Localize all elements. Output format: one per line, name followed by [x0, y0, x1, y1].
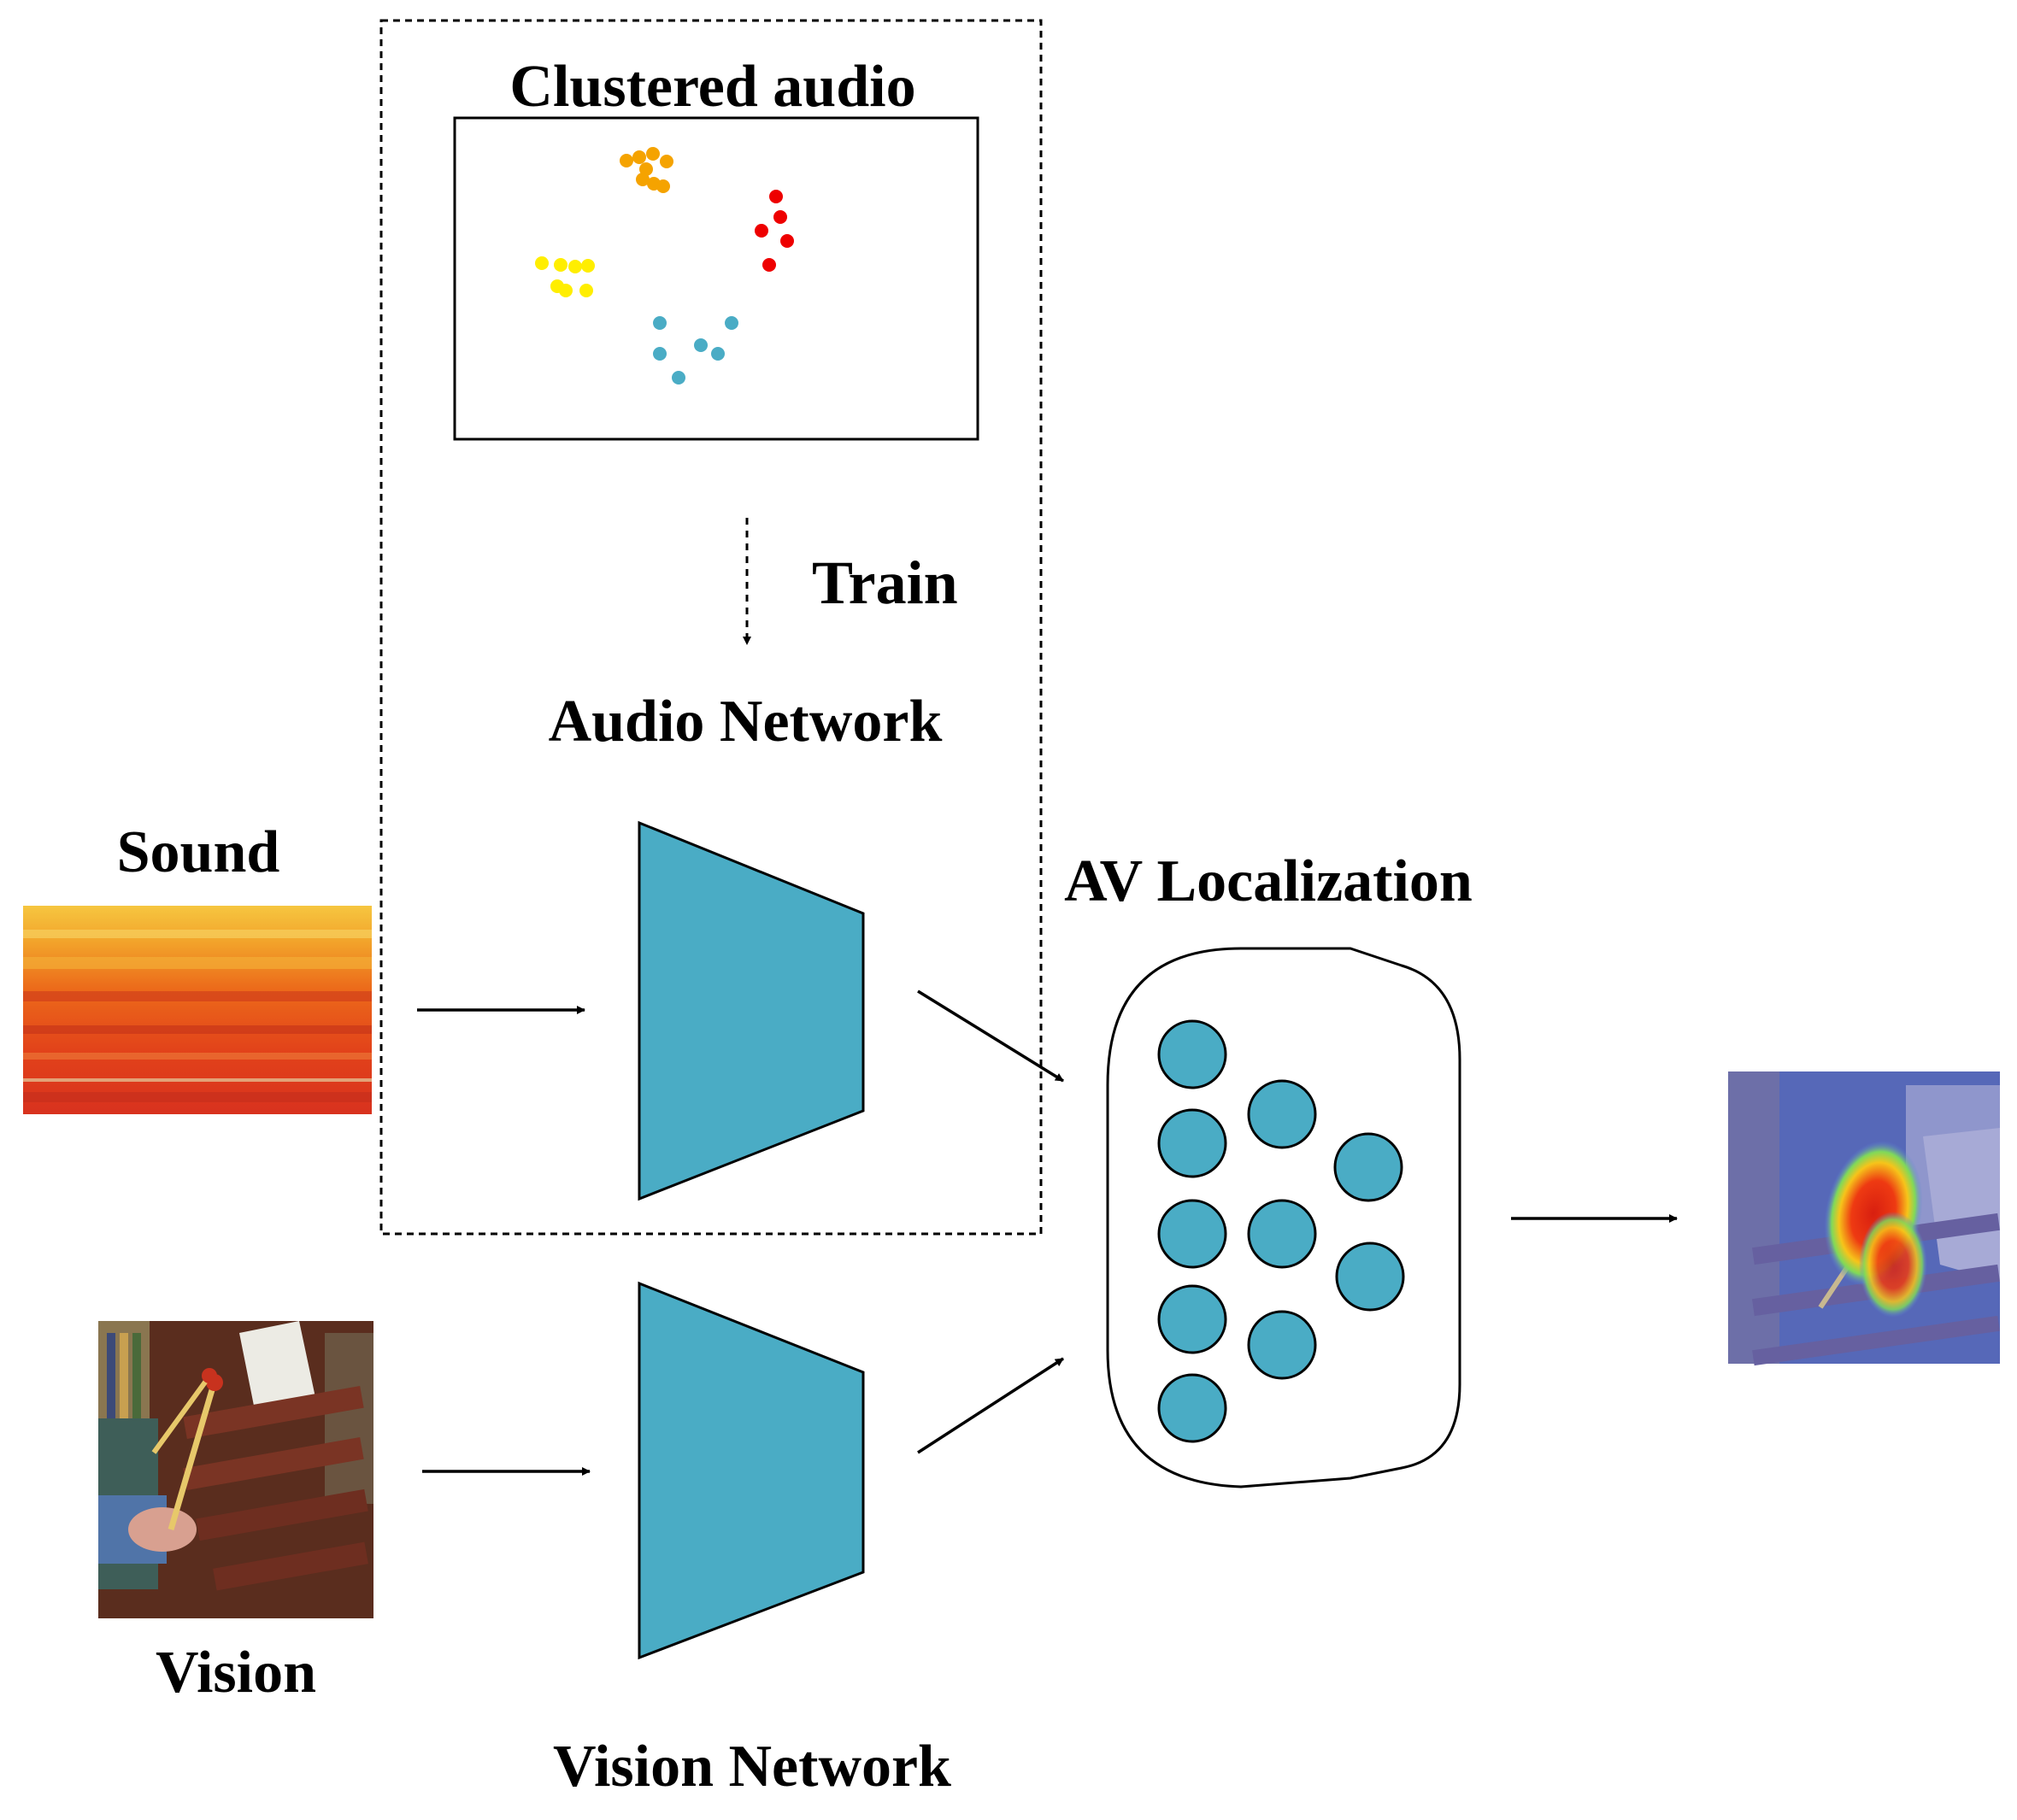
- cluster-point-red: [762, 258, 776, 272]
- cluster-point-teal: [725, 316, 738, 330]
- cluster-point-yellow: [554, 258, 567, 272]
- sound-spectrogram: [23, 906, 372, 1114]
- audio-network-block: [638, 820, 865, 1201]
- vision-network-block: [638, 1281, 865, 1660]
- cluster-point-red: [773, 210, 787, 224]
- av-node: [1335, 1242, 1405, 1312]
- cluster-point-teal: [711, 347, 725, 361]
- cluster-point-orange: [646, 147, 660, 161]
- cluster-point-yellow: [581, 259, 595, 273]
- cluster-point-orange: [632, 150, 646, 164]
- cluster-point-teal: [653, 316, 667, 330]
- localization-output-image: [1728, 1071, 2000, 1366]
- av-node: [1157, 1108, 1227, 1178]
- av-node: [1333, 1132, 1403, 1202]
- av-node: [1247, 1079, 1317, 1149]
- cluster-point-red: [769, 190, 783, 203]
- av-node: [1157, 1373, 1227, 1443]
- vision-to-av-arrow: [917, 1357, 1064, 1454]
- av-node: [1157, 1019, 1227, 1089]
- audio-training-box: [379, 19, 1043, 1236]
- cluster-point-red: [755, 224, 768, 238]
- sound-label: Sound: [117, 819, 280, 885]
- vision-network-label: Vision Network: [553, 1734, 951, 1799]
- cluster-point-orange: [636, 173, 650, 186]
- cluster-points: [535, 147, 794, 385]
- cluster-point-red: [780, 234, 794, 248]
- av-node: [1247, 1199, 1317, 1269]
- vision-image: [98, 1321, 373, 1618]
- cluster-point-orange: [620, 154, 633, 167]
- cluster-point-yellow: [559, 284, 573, 297]
- cluster-point-yellow: [579, 284, 593, 297]
- cluster-point-teal: [672, 371, 685, 385]
- av-node: [1157, 1284, 1227, 1354]
- vision-label: Vision: [156, 1640, 316, 1706]
- av-node: [1157, 1199, 1227, 1269]
- cluster-point-yellow: [568, 260, 582, 273]
- cluster-point-teal: [694, 338, 708, 352]
- cluster-point-teal: [653, 347, 667, 361]
- audio-network-label: Audio Network: [549, 689, 943, 754]
- cluster-plot: [453, 116, 979, 441]
- audio-to-av-arrow: [917, 989, 1064, 1083]
- av-localization-label: AV Localization: [1064, 848, 1473, 914]
- cluster-point-orange: [656, 179, 670, 193]
- av-node: [1247, 1310, 1317, 1380]
- train-label: Train: [812, 549, 958, 617]
- cluster-plot-frame: [453, 116, 979, 441]
- cluster-point-yellow: [535, 256, 549, 270]
- clustered-audio-label: Clustered audio: [509, 54, 915, 120]
- av-nodes: [1157, 1019, 1405, 1443]
- cluster-point-orange: [660, 155, 673, 168]
